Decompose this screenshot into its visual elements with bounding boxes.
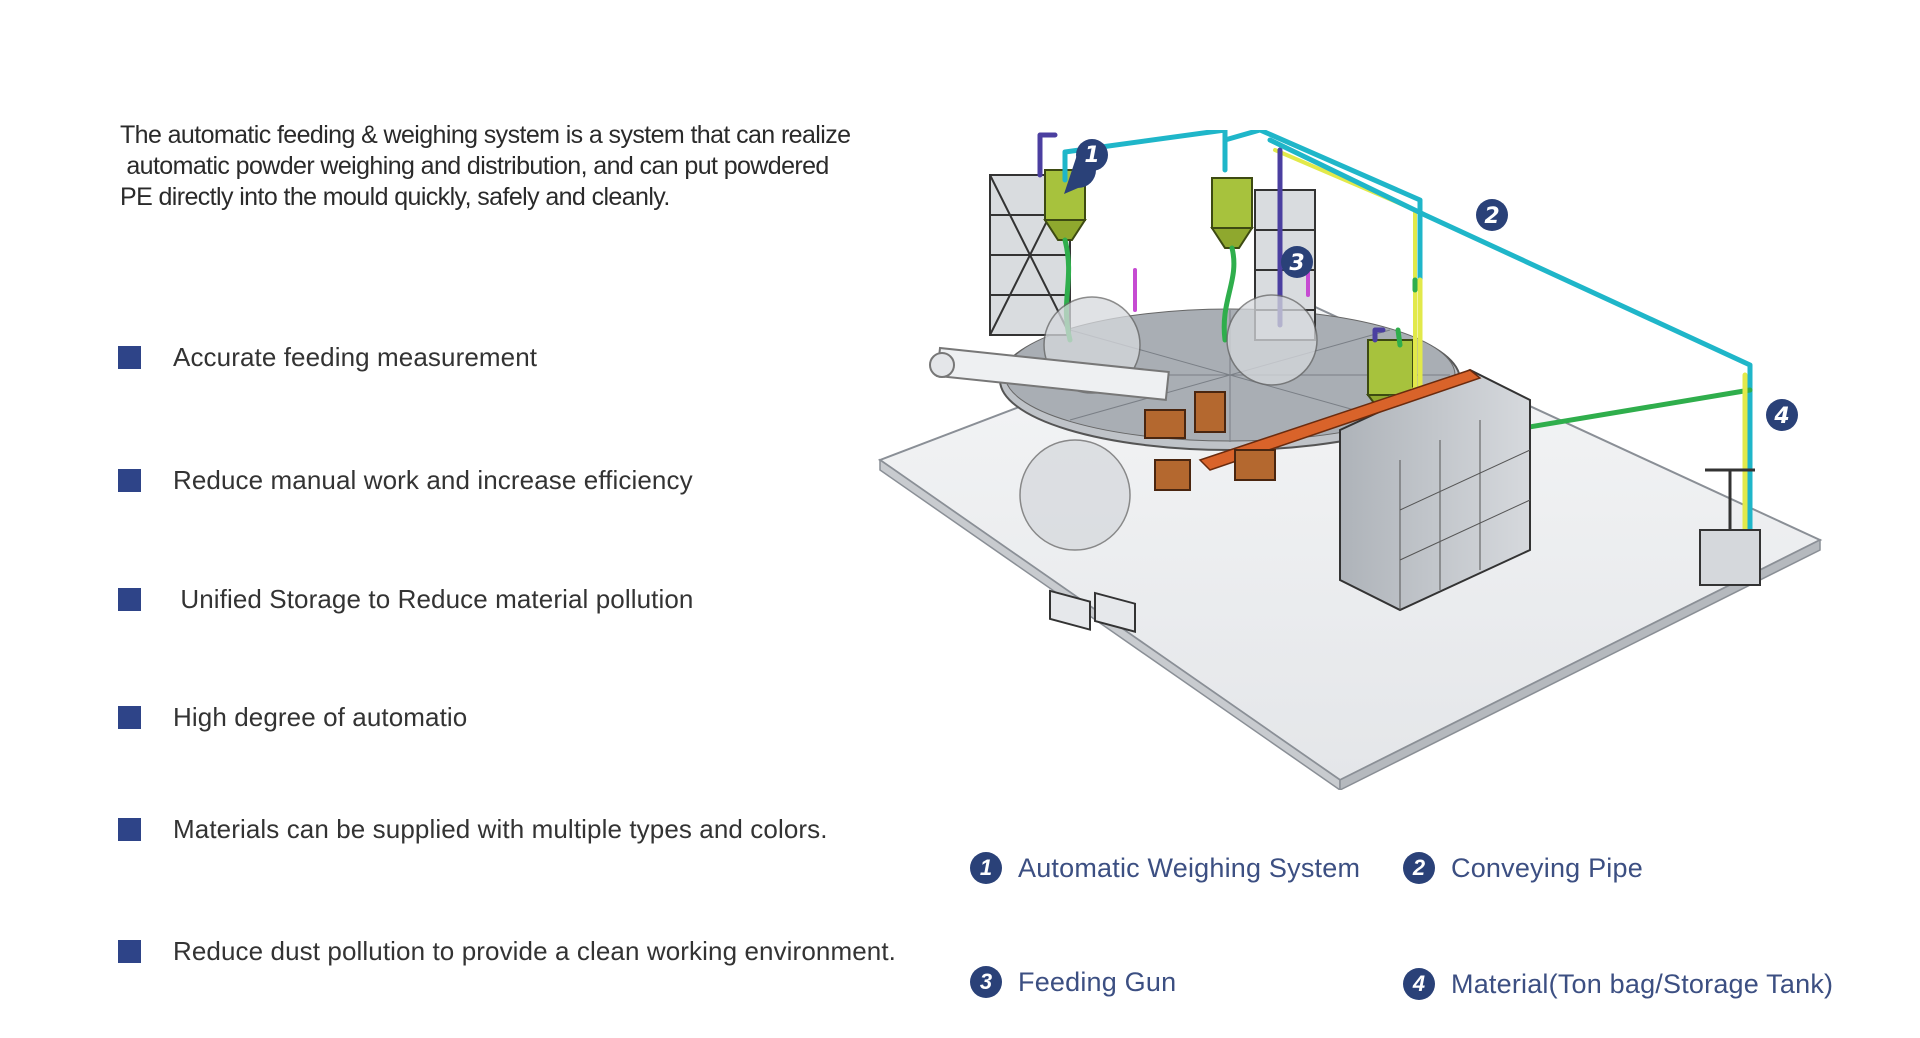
marker-3: 3: [1281, 246, 1313, 278]
feature-item: Reduce manual work and increase efficien…: [118, 465, 693, 496]
square-bullet-icon: [118, 469, 141, 492]
marker-number: 1: [1084, 143, 1099, 168]
storage-tank: [1699, 468, 1761, 586]
legend-item-conveying-pipe: 2 Conveying Pipe: [1403, 852, 1643, 884]
marker-1: 1: [1064, 139, 1108, 194]
feature-item: Accurate feeding measurement: [118, 342, 537, 373]
feature-text: Unified Storage to Reduce material pollu…: [173, 584, 694, 614]
legend-label: Conveying Pipe: [1451, 852, 1643, 883]
square-bullet-icon: [118, 588, 141, 611]
intro-line: automatic powder weighing and distributi…: [120, 152, 829, 180]
feature-text: Materials can be supplied with multiple …: [173, 814, 828, 844]
marker-4: 4: [1766, 399, 1798, 431]
feature-text: Reduce manual work and increase efficien…: [173, 465, 693, 495]
marker-number: 4: [1773, 404, 1789, 429]
square-bullet-icon: [118, 346, 141, 369]
legend-item-automatic-weighing-system: 1 Automatic Weighing System: [970, 852, 1360, 884]
square-bullet-icon: [118, 940, 141, 963]
square-bullet-icon: [118, 706, 141, 729]
legend-label: Feeding Gun: [1018, 966, 1177, 997]
marker-2: 2: [1476, 199, 1508, 231]
feature-item: Materials can be supplied with multiple …: [118, 814, 828, 845]
carts: [1049, 589, 1136, 633]
feature-item: Unified Storage to Reduce material pollu…: [118, 584, 693, 615]
intro-line: PE directly into the mould quickly, safe…: [120, 183, 670, 211]
legend-label: Material(Ton bag/Storage Tank): [1451, 968, 1834, 999]
feature-item: High degree of automatio: [118, 702, 467, 733]
number-badge-icon: 4: [1403, 968, 1435, 1000]
intro-line: The automatic feeding & weighing system …: [120, 121, 851, 149]
legend-label: Automatic Weighing System: [1018, 852, 1361, 883]
exhaust-duct: [929, 346, 1170, 401]
marker-number: 3: [1289, 251, 1304, 276]
number-badge-icon: 1: [970, 852, 1002, 884]
number-badge-icon: 2: [1403, 852, 1435, 884]
hopper-middle: [1210, 177, 1254, 249]
feature-text: High degree of automatio: [173, 702, 468, 732]
feature-item: Reduce dust pollution to provide a clean…: [118, 936, 896, 967]
intro-paragraph: The automatic feeding & weighing system …: [120, 120, 880, 213]
square-bullet-icon: [118, 818, 141, 841]
legend-item-material: 4 Material(Ton bag/Storage Tank): [1403, 968, 1833, 1000]
feature-text: Accurate feeding measurement: [173, 342, 538, 372]
marker-number: 2: [1484, 204, 1499, 229]
legend-item-feeding-gun: 3 Feeding Gun: [970, 966, 1176, 998]
feature-text: Reduce dust pollution to provide a clean…: [173, 936, 896, 966]
plant-diagram: 1 2 3 4: [877, 130, 1823, 790]
oven-furnace: [1198, 368, 1531, 612]
number-badge-icon: 3: [970, 966, 1002, 998]
